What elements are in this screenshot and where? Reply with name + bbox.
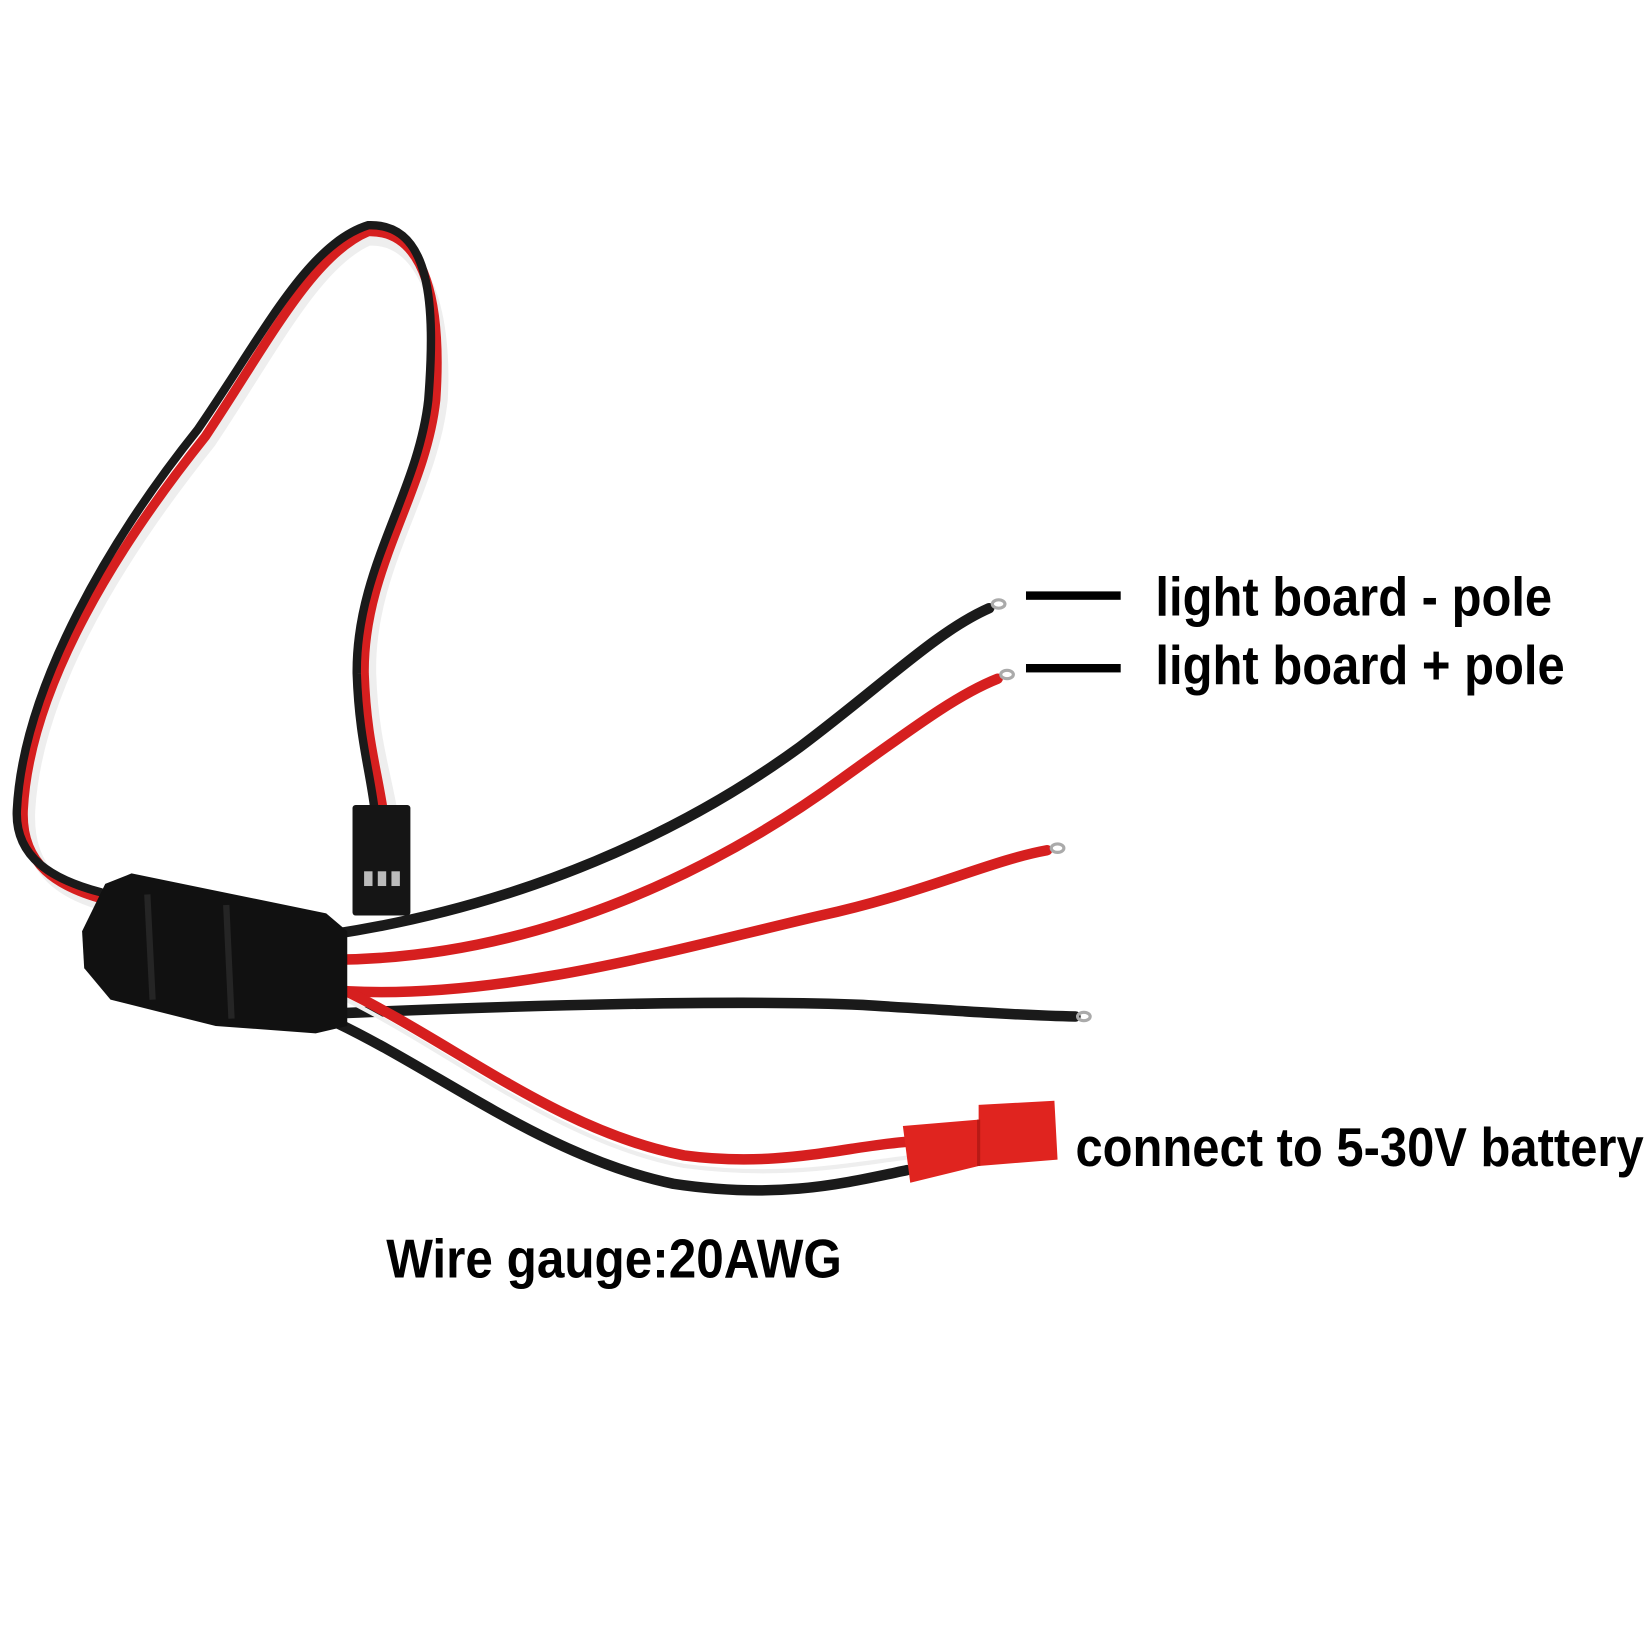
- wire-light-negative: [326, 602, 995, 940]
- wire-red-3: [341, 844, 1053, 998]
- servo-connector: [352, 805, 411, 916]
- jst-battery-connector: [902, 1100, 1058, 1183]
- label-battery: connect to 5-30V battery: [1075, 1116, 1644, 1178]
- label-wire-gauge: Wire gauge:20AWG: [386, 1227, 842, 1289]
- servo-wire-black: [12, 220, 436, 897]
- label-positive-pole: light board + pole: [1155, 634, 1564, 696]
- wire-battery-black: [331, 1017, 913, 1196]
- wire-battery-white-gap: [339, 995, 910, 1174]
- wire-battery-red: [336, 983, 913, 1165]
- label-negative-pole: light board - pole: [1155, 566, 1552, 628]
- wire-light-positive: [331, 673, 1003, 965]
- control-module: [82, 873, 348, 1034]
- wire-black-4: [331, 997, 1081, 1022]
- pointer-line-positive: [1025, 663, 1121, 673]
- wire-tips: [990, 598, 1092, 1023]
- servo-wire-red: [18, 226, 442, 905]
- servo-wire-white: [23, 234, 449, 913]
- pointer-line-negative: [1025, 591, 1121, 600]
- servo-cable: [12, 220, 449, 913]
